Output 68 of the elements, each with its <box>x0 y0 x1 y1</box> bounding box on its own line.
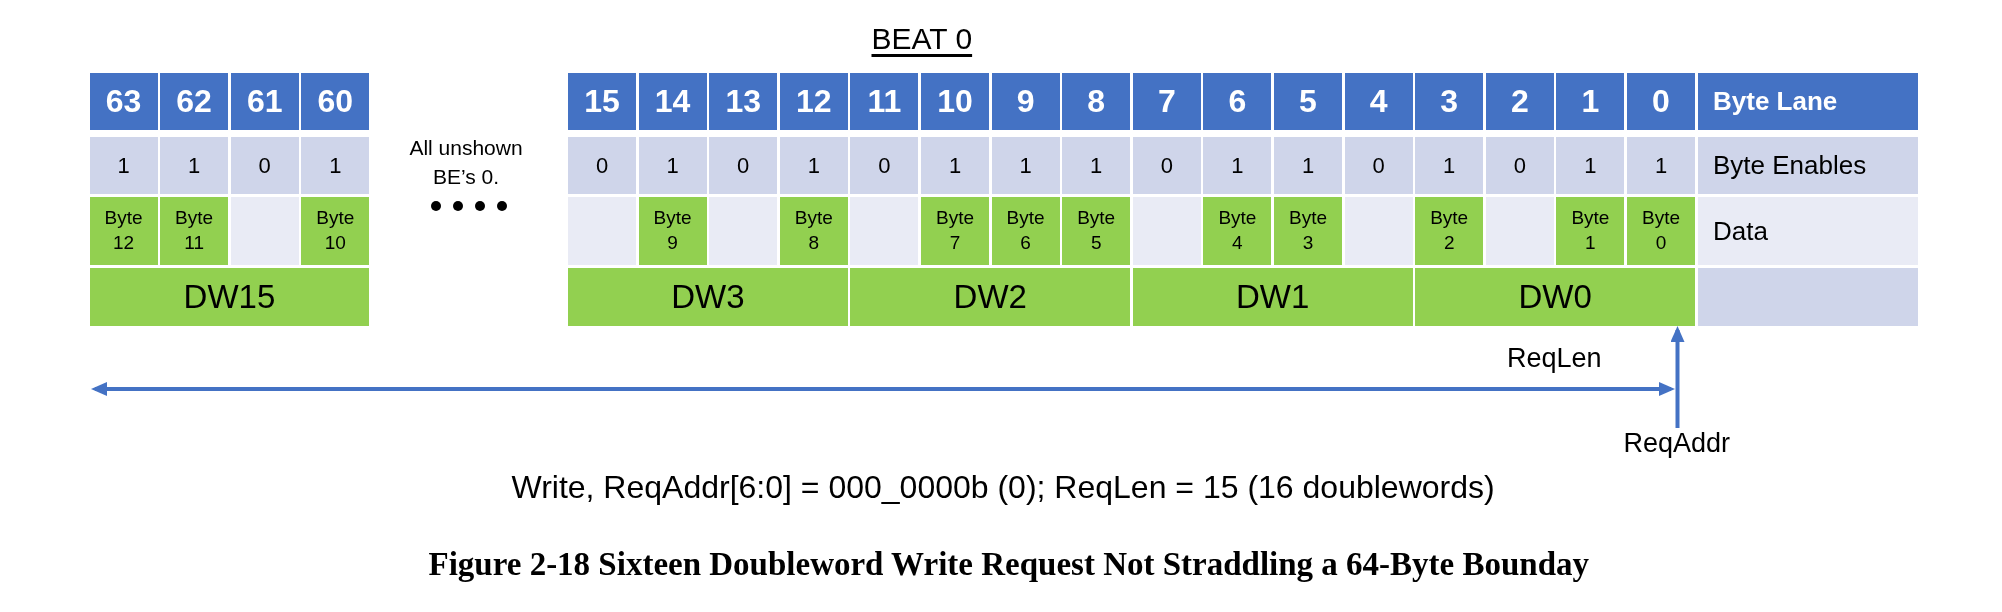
byte-enable-value: 1 <box>301 137 370 194</box>
byte-enable-value: 0 <box>1132 137 1201 194</box>
data-byte: Byte 9 <box>638 197 707 265</box>
lane-number-header: 13 <box>709 72 778 130</box>
data-byte: Byte 3 <box>1274 197 1342 265</box>
byte-enable-value: 1 <box>1627 137 1695 194</box>
lane-number-header: 61 <box>230 72 299 130</box>
lane-number-header: 63 <box>89 72 158 130</box>
lane-number-header: 1 <box>1556 72 1625 130</box>
data-byte: Byte 6 <box>991 197 1060 265</box>
data-byte: Byte 12 <box>89 197 158 265</box>
lane-number-header: 62 <box>160 72 229 130</box>
byte-enable-value: 1 <box>1203 137 1272 194</box>
request-description: Write, ReqAddr[6:0] = 000_0000b (0); ReqLen = 15 (16 doublewords) <box>511 469 1495 506</box>
row-header: Byte Lane <box>1698 72 1918 130</box>
beat-heading: BEAT 0 <box>871 22 973 57</box>
lane-number-header: 0 <box>1627 72 1695 130</box>
byte-enable-value: 1 <box>1415 137 1484 194</box>
byte-enable-value: 0 <box>1344 137 1413 194</box>
byte-enable-value: 1 <box>89 137 158 194</box>
doubleword-band: DW1 <box>1132 268 1413 326</box>
byte-enable-value: 1 <box>1556 137 1625 194</box>
address-label: ReqAddr <box>1623 428 1731 460</box>
byte-enable-value: 1 <box>1062 137 1131 194</box>
byte-enable-value: 0 <box>709 137 778 194</box>
doubleword-band: DW15 <box>89 268 370 326</box>
row-header: Byte Enables <box>1698 137 1918 194</box>
byte-enable-value: 1 <box>160 137 229 194</box>
row-header: Data <box>1698 197 1918 265</box>
byte-enable-value: 1 <box>638 137 707 194</box>
lane-number-header: 10 <box>921 72 989 130</box>
pointer-arrow <box>1670 326 1685 428</box>
data-byte: Byte 8 <box>779 197 848 265</box>
lane-number-header: 7 <box>1132 72 1201 130</box>
data-byte: Byte 1 <box>1556 197 1625 265</box>
lane-number-header: 3 <box>1415 72 1484 130</box>
lane-number-header: 2 <box>1485 72 1554 130</box>
lane-number-header: 8 <box>1062 72 1131 130</box>
byte-enable-value: 0 <box>850 137 919 194</box>
lane-number-header: 15 <box>568 72 636 130</box>
data-byte: Byte 0 <box>1627 197 1695 265</box>
doubleword-band: DW2 <box>850 268 1131 326</box>
lane-number-header: 11 <box>850 72 919 130</box>
doubleword-band: DW3 <box>568 268 848 326</box>
byte-enable-value: 1 <box>991 137 1060 194</box>
figure-caption: Figure 2-18 Sixteen Doubleword Write Request Not Straddling a 64-Byte Bounday <box>428 546 1590 584</box>
dimension-label: ReqLen <box>1507 343 1602 375</box>
data-byte: Byte 7 <box>921 197 989 265</box>
lane-number-header: 14 <box>638 72 707 130</box>
data-byte: Byte 4 <box>1203 197 1272 265</box>
doubleword-band: DW0 <box>1415 268 1695 326</box>
byte-enable-value: 0 <box>230 137 299 194</box>
data-byte: Byte 5 <box>1062 197 1131 265</box>
data-byte: Byte 2 <box>1415 197 1484 265</box>
byte-enable-value: 1 <box>779 137 848 194</box>
data-byte: Byte 11 <box>160 197 229 265</box>
byte-enable-value: 0 <box>1485 137 1554 194</box>
lane-number-header: 4 <box>1344 72 1413 130</box>
lane-number-header: 12 <box>779 72 848 130</box>
note-text: All unshown BE’s 0. <box>408 135 524 191</box>
lane-number-header: 60 <box>301 72 370 130</box>
byte-enable-value: 1 <box>1274 137 1342 194</box>
lane-number-header: 6 <box>1203 72 1272 130</box>
data-byte: Byte 10 <box>301 197 370 265</box>
lane-number-header: 9 <box>991 72 1060 130</box>
byte-enable-value: 0 <box>568 137 636 194</box>
byte-enable-value: 1 <box>921 137 989 194</box>
lane-number-header: 5 <box>1274 72 1342 130</box>
